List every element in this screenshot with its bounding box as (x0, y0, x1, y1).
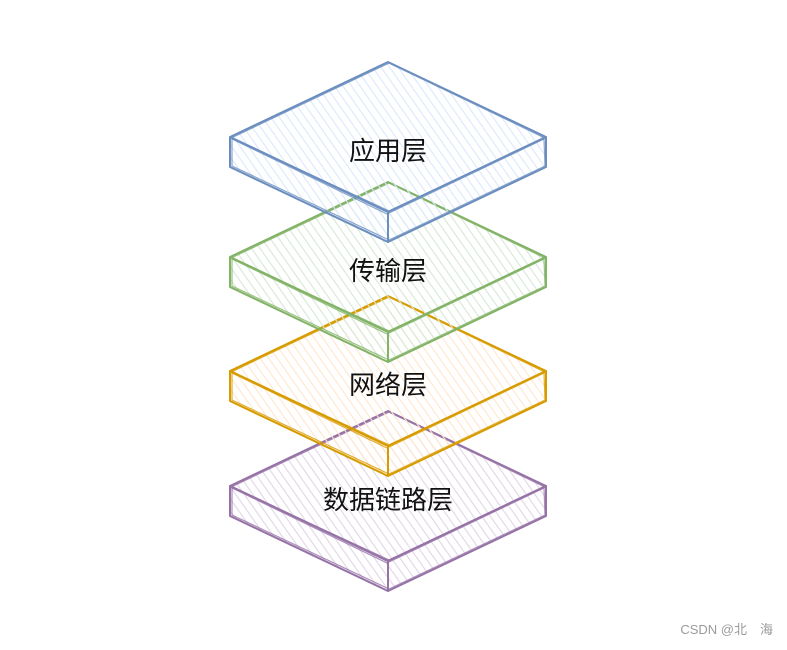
datalink-slab-shape (229, 410, 547, 592)
application-layer-label: 应用层 (349, 137, 427, 167)
transport-slab-shape (229, 181, 547, 363)
layer-datalink: 数据链路层 (229, 410, 547, 592)
application-slab-shape (229, 61, 547, 243)
application-sketch-side (231, 138, 546, 241)
transport-layer-label: 传输层 (349, 257, 427, 287)
transport-sketch-outline (229, 182, 547, 332)
datalink-sketch-side (231, 487, 546, 590)
layer-transport: 传输层 (229, 181, 547, 363)
network-layer-label: 网络层 (349, 371, 427, 401)
layer-application: 应用层 (229, 61, 547, 243)
layer-network: 网络层 (229, 295, 547, 477)
application-sketch-outline (229, 62, 547, 212)
transport-sketch-side (231, 258, 546, 361)
datalink-layer-label: 数据链路层 (323, 486, 453, 516)
network-sketch-side (231, 372, 546, 475)
csdn-watermark: CSDN @北 海 (680, 622, 773, 637)
network-slab-shape (229, 295, 547, 477)
datalink-sketch-outline (229, 411, 547, 561)
network-sketch-outline (229, 296, 547, 446)
